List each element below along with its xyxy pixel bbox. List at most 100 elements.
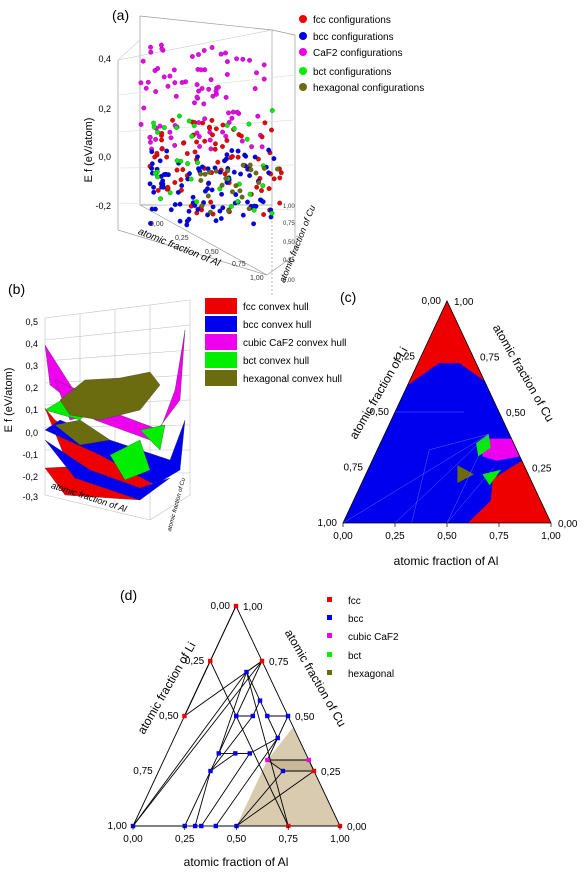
- panel-a-points: [138, 42, 284, 228]
- config-point-bcc: [159, 184, 165, 190]
- bottom-tick-label: 1,00: [541, 531, 561, 542]
- config-point-bcc: [186, 216, 192, 222]
- config-point-bcc: [245, 199, 250, 205]
- config-point-caf2: [259, 144, 265, 150]
- z-tick-label: 0,1: [25, 405, 38, 415]
- x-tick-label: 0,25: [175, 235, 189, 242]
- panel-c-bottom-axis-label: atomic fraction of Al: [394, 554, 499, 568]
- legend-marker-bcc: [299, 32, 307, 40]
- tie-line: [210, 753, 236, 772]
- hull-surface-bct: [109, 439, 151, 481]
- x-tick-label: 1,00: [250, 275, 264, 282]
- config-point-caf2: [220, 129, 226, 135]
- config-point-caf2: [189, 54, 195, 59]
- tie-line: [210, 715, 254, 772]
- config-point-bct: [186, 118, 192, 124]
- bottom-tick-label: 0,25: [385, 531, 405, 542]
- hull-point-bcc: [275, 735, 280, 741]
- panel-a-3d-scatter: (a) 0,4 0,2 0,0 -0,2 E f (eV/a: [83, 7, 424, 295]
- z-tick-label: 0,0: [25, 428, 38, 438]
- config-point-bct: [191, 123, 197, 129]
- config-point-bct: [174, 158, 180, 164]
- config-point-hex: [198, 171, 204, 177]
- left-tick-label: 0,75: [344, 463, 364, 474]
- two-phase-region: [236, 727, 340, 826]
- config-point-hex: [261, 165, 267, 171]
- legend-label-caf2: CaF2 configurations: [313, 48, 403, 59]
- config-point-fcc: [259, 188, 264, 194]
- config-point-caf2: [215, 84, 221, 90]
- config-point-caf2: [202, 116, 208, 122]
- config-point-hex: [237, 188, 243, 194]
- config-point-bcc: [151, 184, 157, 190]
- panel-a-x-ticks: 0,00 0,25 0,50 0,75 1,00: [150, 221, 264, 282]
- panel-b-z-axis-label: E f (eV/atom): [3, 368, 15, 433]
- config-point-fcc: [152, 154, 158, 160]
- config-point-bct: [155, 174, 160, 180]
- panel-a-y-ticks: 1,00 0,75 0,50 0,25 0,00: [283, 204, 295, 284]
- config-point-bcc: [229, 148, 235, 154]
- config-point-bcc: [251, 221, 257, 227]
- config-point-bct: [155, 129, 161, 135]
- tie-line: [394, 434, 489, 524]
- y-tick-label: 1,00: [283, 204, 295, 210]
- region-caf2: [482, 438, 520, 461]
- config-point-fcc: [154, 150, 160, 156]
- region-hex: [457, 465, 474, 483]
- panel-b-label: (b): [8, 281, 25, 297]
- config-point-bcc: [231, 169, 237, 175]
- config-point-caf2: [239, 138, 245, 144]
- right-tick-label: 0,50: [295, 712, 315, 723]
- region-fcc: [407, 301, 485, 386]
- tie-line: [429, 434, 489, 450]
- config-point-fcc: [209, 117, 215, 123]
- config-point-bcc: [152, 206, 158, 212]
- config-point-caf2: [148, 44, 154, 50]
- tie-line: [218, 671, 247, 754]
- right-tick-label: 0,75: [480, 353, 500, 364]
- config-point-bct: [189, 133, 195, 139]
- left-tick-label: 0,75: [133, 766, 153, 777]
- legend-marker-hex: [327, 670, 332, 675]
- config-point-fcc: [215, 159, 221, 165]
- hull-point-bcc: [233, 751, 238, 756]
- config-point-fcc: [207, 125, 213, 131]
- config-point-bct: [185, 161, 191, 167]
- config-point-hex: [208, 209, 213, 215]
- z-tick-label: 0,2: [98, 104, 111, 114]
- config-point-fcc: [181, 140, 186, 146]
- config-point-caf2: [199, 86, 205, 91]
- hull-point-caf2: [306, 757, 311, 763]
- config-point-bcc: [195, 154, 200, 160]
- right-tick-label: 0,00: [558, 519, 578, 530]
- tie-line: [218, 715, 237, 754]
- config-point-caf2: [223, 50, 228, 56]
- tie-line: [246, 671, 289, 827]
- left-tick-label: 1,00: [318, 518, 338, 529]
- tie-line: [184, 753, 220, 827]
- config-point-hex: [225, 168, 231, 174]
- tie-line: [446, 467, 494, 524]
- panel-d-bottom-axis-label: atomic fraction of Al: [184, 855, 289, 869]
- config-point-caf2: [141, 105, 147, 111]
- legend-marker-caf2: [327, 633, 332, 638]
- hull-surface-hex: [54, 419, 111, 446]
- config-point-bcc: [147, 181, 153, 187]
- config-point-bcc: [151, 189, 157, 195]
- bottom-tick-label: 1,00: [330, 834, 350, 845]
- config-point-hex: [246, 206, 252, 212]
- config-point-caf2: [198, 67, 204, 73]
- legend-label-hex: hexagonal convex hull: [243, 374, 342, 385]
- panel-a-legend: fcc configurations bcc configurations Ca…: [299, 15, 424, 94]
- config-point-caf2: [247, 57, 253, 63]
- config-point-bcc: [218, 216, 224, 221]
- z-tick-label: -0,1: [22, 450, 38, 460]
- bottom-tick-label: 0,25: [175, 834, 195, 845]
- z-tick-label: -0,2: [95, 201, 111, 211]
- hull-surface-hex: [59, 371, 161, 421]
- z-tick-label: 0,4: [98, 54, 111, 64]
- config-point-hex: [233, 183, 239, 189]
- config-point-bct: [152, 170, 158, 176]
- z-tick-label: -0,2: [22, 472, 38, 482]
